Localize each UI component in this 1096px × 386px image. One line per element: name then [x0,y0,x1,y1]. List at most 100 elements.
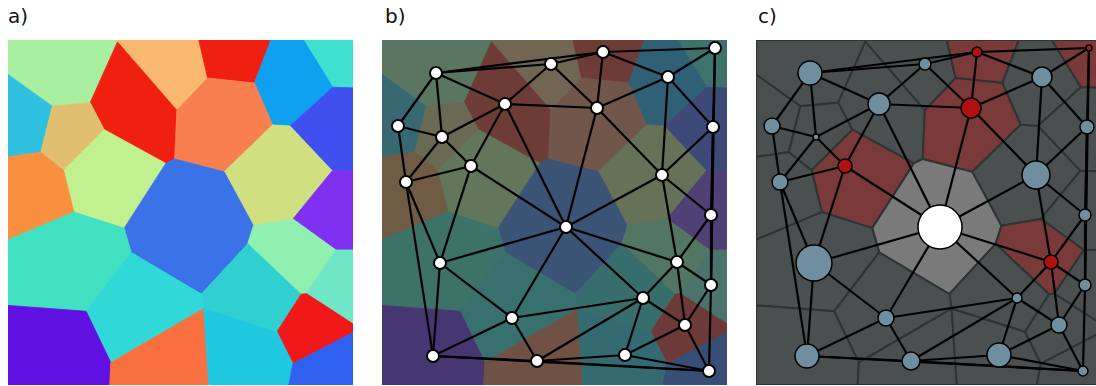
graph-edge [807,318,886,356]
grain-graph [382,40,727,385]
graph-edge [566,108,597,227]
graph-vertex [531,355,543,367]
graph-vertex [878,310,894,326]
graph-edge [551,64,597,108]
graph-edge [886,298,1017,318]
graph-vertex [902,352,920,370]
graph-vertex [705,279,717,291]
graph-vertex [1079,279,1091,291]
graph-vertex [987,343,1011,367]
graph-edge [685,285,711,325]
graph-edge [643,262,677,298]
graph-vertex [560,221,572,233]
graph-edge [597,108,662,175]
graph-vertex [1080,120,1094,134]
graph-vertex [1032,67,1052,87]
graph-vertex [1079,209,1091,221]
graph-edge [440,227,566,263]
graph-edge [709,285,711,371]
graph-edge [685,325,709,371]
graph-edge [668,48,715,77]
graph-edge [406,182,433,356]
graph-vertex [434,257,446,269]
graph-edge [711,48,715,285]
graph-vertex [1012,293,1022,303]
grain [858,309,957,385]
graph-vertex [662,71,674,83]
graph-edge [436,73,442,137]
graph-vertex [656,169,668,181]
graph-vertex [591,102,603,114]
graph-edge [879,104,971,108]
graph-vertex [918,205,962,249]
graph-edge [662,127,713,175]
graph-edge [662,77,668,175]
graph-edge [505,64,551,104]
graph-edge [597,52,603,108]
graph-edge [1051,262,1059,325]
graph-edge [625,325,685,355]
graph-edge [537,298,643,361]
graph-vertex [619,349,631,361]
graph-vertex [764,118,780,134]
graph-vertex [709,42,721,54]
graph-edge [566,227,677,262]
graph-edge [512,318,537,361]
grain [110,309,209,385]
graph-edge [406,182,440,263]
graph-edge [677,215,711,262]
graph-edge [505,104,597,108]
graph-edge [406,137,442,182]
graph-edge [603,52,668,77]
graph-vertex [795,344,819,368]
graph-edge [398,126,406,182]
graph-vertex [427,350,439,362]
graph-vertex [1022,161,1050,189]
graph-vertex [796,245,832,281]
panel-label: b) [385,6,406,26]
graph-vertex [703,365,715,377]
grain [289,332,353,385]
graph-edge [662,175,711,215]
graph-vertex [798,61,822,85]
graph-edge [1085,48,1089,285]
graph-edge [436,73,505,104]
graph-vertex [679,319,691,331]
graph-edge [566,227,643,298]
graph-vertex [499,98,511,110]
graph-edge [668,77,713,127]
graph-vertex [671,256,683,268]
graph-vertex [436,131,448,143]
graph-edge [1083,285,1085,371]
graph-vertex [465,160,477,172]
grain [756,305,859,385]
graph-vertex [392,120,404,132]
graph-vertex [1051,317,1067,333]
graph-vertex [430,67,442,79]
graph-vertex [597,46,609,58]
graph-edge [911,355,999,361]
graph-edge [440,263,512,318]
graph-edge [537,355,625,361]
graph-edge [662,175,677,262]
graph-edge [977,48,1089,52]
graph-edge [597,77,668,108]
graph-edge [433,356,709,371]
graph-edge [512,298,643,318]
grain [952,309,1041,385]
graph-edge [1051,215,1085,262]
panel-label: a) [8,6,28,26]
graph-edge [807,356,1083,371]
graph-edge [433,263,440,356]
graph-vertex [772,174,788,190]
graph-edge [677,262,685,325]
graph-vertex [400,176,412,188]
graph-edge [603,48,715,52]
graph-vertex [705,209,717,221]
graph-vertex [707,121,719,133]
graph-edge [505,104,566,227]
graph-vertex [972,47,982,57]
graph-vertex [919,58,931,70]
graph-vertex [961,98,981,118]
graph-vertex [1044,255,1058,269]
